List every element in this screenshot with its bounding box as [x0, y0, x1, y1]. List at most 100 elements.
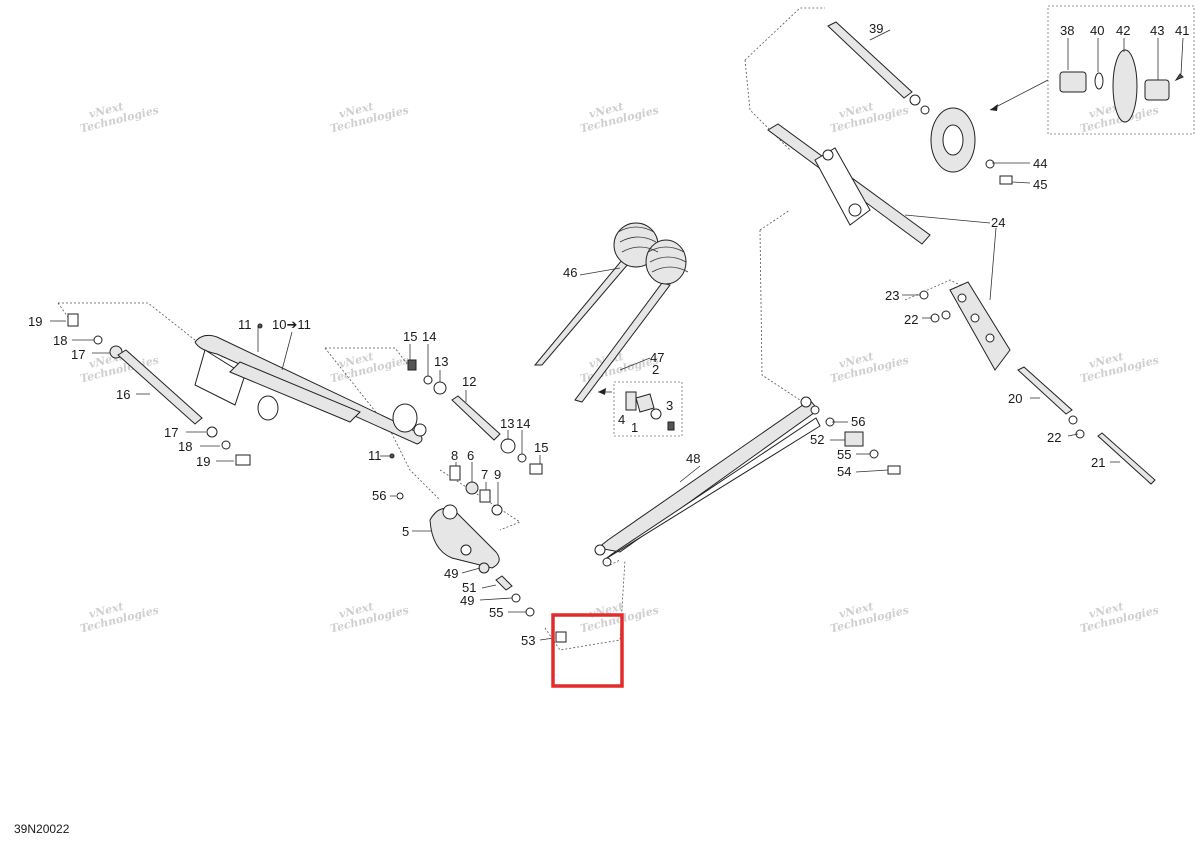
callout-14[interactable]: 14	[422, 329, 436, 344]
bushing-51	[495, 575, 513, 591]
callout-39[interactable]: 39	[869, 21, 883, 36]
callout-48[interactable]: 48	[686, 451, 700, 466]
callout-40[interactable]: 40	[1090, 23, 1104, 38]
callout-45[interactable]: 45	[1033, 177, 1047, 192]
axle-39	[827, 21, 913, 99]
callout-56[interactable]: 56	[372, 488, 386, 503]
bolt-53	[555, 631, 567, 643]
left-rod-assembly	[50, 313, 251, 466]
nut-43	[1144, 79, 1170, 101]
inset-box	[1047, 5, 1195, 135]
callout-42[interactable]: 42	[1116, 23, 1130, 38]
bolt-8	[449, 465, 461, 481]
callout-8[interactable]: 8	[451, 448, 458, 463]
callout-20[interactable]: 20	[1008, 391, 1022, 406]
callout-46[interactable]: 46	[563, 265, 577, 280]
assembly-guide-lines	[57, 7, 971, 651]
spacer-7	[479, 489, 491, 503]
callout-12[interactable]: 12	[462, 374, 476, 389]
callout-14[interactable]: 14	[516, 416, 530, 431]
bolt-15-bottom	[529, 463, 543, 475]
callout-49[interactable]: 49	[460, 593, 474, 608]
bolt-21	[1097, 432, 1156, 485]
callout-5[interactable]: 5	[402, 524, 409, 539]
bolt-19-top	[67, 313, 79, 327]
swing-arm-10	[194, 334, 423, 445]
wheel-components-inset	[989, 5, 1195, 135]
bushing-6	[465, 481, 479, 495]
wheel-half-42	[1112, 49, 1138, 123]
screw-15-top	[407, 359, 417, 371]
callout-7[interactable]: 7	[481, 467, 488, 482]
rear-bracket-assembly	[902, 281, 1156, 485]
pivot-hardware	[449, 462, 503, 516]
callout-11[interactable]: 11	[238, 317, 252, 332]
bolt-20	[1017, 366, 1073, 415]
link-rod-assembly	[594, 396, 901, 567]
rod-16	[117, 349, 203, 425]
callout-19[interactable]: 19	[196, 454, 210, 469]
swing-arm-assembly	[194, 323, 427, 459]
clip-4	[625, 391, 637, 411]
callout-17[interactable]: 17	[71, 347, 85, 362]
nut-9	[491, 504, 503, 516]
callout-11[interactable]: 11	[368, 448, 382, 463]
callout-51[interactable]: 51	[462, 580, 476, 595]
spring-leg-46	[533, 247, 641, 366]
callout-6[interactable]: 6	[467, 448, 474, 463]
bracket-5-assembly	[390, 492, 567, 643]
shaft-12	[451, 395, 501, 441]
bolt-41	[1174, 73, 1184, 82]
callout-53[interactable]: 53	[521, 633, 535, 648]
callout-15[interactable]: 15	[403, 329, 417, 344]
callout-19[interactable]: 19	[28, 314, 42, 329]
callout-56[interactable]: 56	[851, 414, 865, 429]
part-2	[635, 393, 655, 413]
front-arm-assembly	[767, 21, 1031, 301]
callout-13[interactable]: 13	[434, 354, 448, 369]
washer-40	[1094, 72, 1104, 90]
callout-17[interactable]: 17	[164, 425, 178, 440]
callout-15[interactable]: 15	[534, 440, 548, 455]
callout-2[interactable]: 2	[652, 362, 659, 377]
callout-9[interactable]: 9	[494, 467, 501, 482]
callout-44[interactable]: 44	[1033, 156, 1047, 171]
callout-10-to-11[interactable]: 10➔11	[272, 317, 311, 332]
callout-38[interactable]: 38	[1060, 23, 1074, 38]
bushing-38	[1059, 71, 1087, 93]
callout-18[interactable]: 18	[178, 439, 192, 454]
nut-1	[650, 408, 662, 420]
bushing-52	[844, 431, 864, 447]
callout-labels: 19 18 17 16 17 18 19 11 10➔11 11 15 14 1…	[28, 21, 1189, 648]
callout-49[interactable]: 49	[444, 566, 458, 581]
callout-16[interactable]: 16	[116, 387, 130, 402]
bracket-24	[949, 281, 1011, 371]
bracket-5	[429, 507, 500, 569]
selected-part-highlight[interactable]	[551, 613, 624, 688]
spring-assembly	[533, 222, 689, 437]
spring-leg-47	[574, 282, 671, 403]
callout-52[interactable]: 52	[810, 432, 824, 447]
callout-13[interactable]: 13	[500, 416, 514, 431]
callout-55[interactable]: 55	[489, 605, 503, 620]
callout-55[interactable]: 55	[837, 447, 851, 462]
callout-22[interactable]: 22	[904, 312, 918, 327]
drawing-number: 39N20022	[14, 822, 70, 836]
callout-43[interactable]: 43	[1150, 23, 1164, 38]
callout-18[interactable]: 18	[53, 333, 67, 348]
shaft-12-assembly	[407, 344, 543, 475]
callout-22[interactable]: 22	[1047, 430, 1061, 445]
callout-24[interactable]: 24	[991, 215, 1005, 230]
screw-3	[667, 421, 675, 431]
callout-41[interactable]: 41	[1175, 23, 1189, 38]
callout-4[interactable]: 4	[618, 412, 625, 427]
callout-54[interactable]: 54	[837, 464, 851, 479]
callout-21[interactable]: 21	[1091, 455, 1105, 470]
bolt-19-bottom	[235, 454, 251, 466]
callout-1[interactable]: 1	[631, 420, 638, 435]
callout-47[interactable]: 47	[650, 350, 664, 365]
callout-3[interactable]: 3	[666, 398, 673, 413]
bolt-54	[887, 465, 901, 475]
callout-23[interactable]: 23	[885, 288, 899, 303]
